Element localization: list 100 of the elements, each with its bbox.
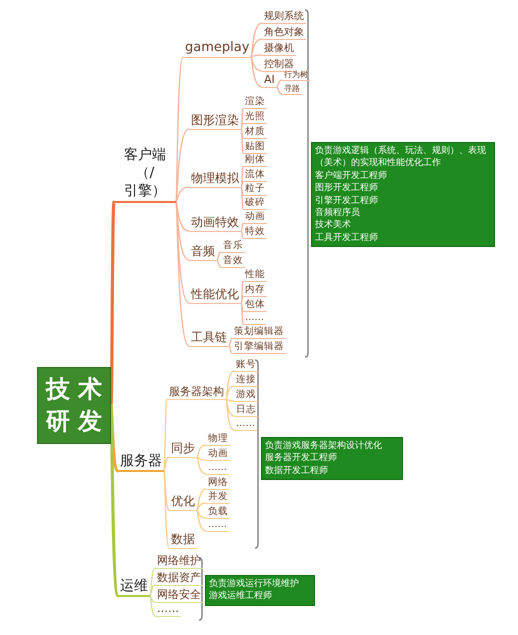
topic-text: 客户端（/引擎） (114, 146, 176, 203)
note-text: 数据开发工程师 (265, 464, 329, 478)
branch-line (175, 128, 190, 202)
note-text: 负责游戏逻辑（系统、玩法、规则）、表现（美术）的实现和性能优化工作 (315, 145, 487, 170)
branch-line (250, 56, 262, 88)
branch-line (228, 338, 232, 346)
branch-line (196, 488, 206, 510)
branch-line (196, 444, 206, 458)
branch-line (196, 502, 206, 510)
topic-text: 流体 (243, 169, 267, 182)
topic-text: 物理 (206, 433, 230, 446)
branch-line (225, 385, 234, 400)
branch-line (240, 296, 244, 304)
topic-text: 行为树 (282, 70, 310, 82)
topic-text: 网络 (206, 477, 230, 490)
topic-text: 策划编辑器 (232, 326, 286, 340)
branch-line (240, 128, 244, 154)
note-text: 音频程序员 (315, 207, 361, 220)
topic-text: 特效 (243, 226, 267, 240)
root-topic: 技术研发 (37, 367, 111, 444)
branch-line (149, 584, 156, 596)
note-text: 引擎开发工程师 (315, 194, 379, 208)
branch-line (163, 470, 170, 548)
branch-line (240, 222, 244, 232)
topic-text: 网络安全 (155, 588, 203, 604)
branch-line (226, 398, 234, 402)
topic-text: …… (206, 462, 229, 476)
topic-text: 图形渲染 (189, 113, 241, 130)
topic-text: 光照 (243, 111, 267, 124)
branch-line (240, 108, 244, 130)
topic-text: 引擎编辑器 (232, 341, 286, 354)
topic-text: 工具链 (189, 330, 229, 347)
topic-text: 数据资产 (155, 571, 203, 586)
branch-line (240, 186, 244, 196)
topic-text: 刚体 (243, 154, 267, 168)
note-text: 技术美术 (315, 219, 352, 232)
topic-text: 物理模拟 (189, 171, 241, 188)
topic-text: 摄像机 (262, 42, 296, 56)
topic-text: 日志 (234, 404, 258, 418)
branch-line (240, 186, 244, 210)
branch-line (225, 398, 234, 431)
branch-line (149, 596, 156, 617)
note-text: 图形开发工程师 (315, 182, 379, 195)
branch-line (163, 456, 170, 472)
topic-text: 连接 (234, 374, 258, 388)
topic-text: 服务器 (118, 452, 164, 472)
branch-line (175, 202, 190, 346)
branch-line (175, 202, 190, 232)
topic-text: 游戏 (234, 389, 258, 402)
topic-text: 包体 (243, 299, 267, 312)
topic-text: AI (262, 73, 277, 88)
note-box (205, 575, 315, 606)
topic-text: 贴图 (243, 141, 267, 154)
branch-line (175, 56, 184, 202)
topic-text: 性能优化 (189, 287, 241, 304)
topic-text: 数据 (169, 532, 197, 549)
branch-line (240, 128, 244, 138)
branch-line (175, 202, 190, 304)
branch-line (196, 510, 206, 532)
branch-line (250, 38, 262, 58)
topic-text: 音效 (221, 255, 245, 268)
note-box (261, 437, 403, 480)
topic-text: 角色对象 (262, 26, 306, 40)
branch-line (196, 510, 206, 519)
topic-text: 运维 (118, 577, 150, 598)
branch-line (240, 302, 244, 312)
note-text: 游戏运维工程师 (209, 590, 273, 603)
branch-line (109, 202, 116, 406)
topic-text: 渲染 (243, 96, 267, 110)
topic-text: 服务器架构 (167, 385, 226, 400)
topic-text: 性能 (243, 269, 267, 282)
branch-line (163, 398, 168, 472)
topic-text: 优化 (169, 494, 197, 511)
note-box (311, 142, 495, 248)
topic-text: …… (234, 418, 257, 432)
branch-line (250, 22, 262, 58)
branch-line (225, 370, 234, 400)
topic-text: 规则系统 (262, 10, 306, 24)
branch-line (250, 54, 262, 58)
topic-text: 动画特效 (189, 215, 241, 232)
topic-text: 网络维护 (155, 554, 203, 570)
branch-line (175, 186, 190, 202)
note-text: 负责游戏服务器架构设计优化 (265, 440, 383, 452)
topic-text: 材质 (243, 126, 267, 140)
branch-line (240, 122, 244, 130)
topic-text: 音乐 (221, 240, 245, 254)
branch-line (196, 456, 206, 461)
branch-line (216, 260, 222, 268)
branch-line (163, 470, 170, 510)
branch-line (240, 302, 244, 324)
branch-line (149, 568, 156, 596)
branch-line (240, 166, 244, 188)
branch-line (109, 405, 120, 597)
branch-line (196, 456, 206, 475)
note-text: 负责游戏运行环境维护 (209, 578, 300, 590)
topic-text: 内存 (243, 284, 267, 298)
topic-text: 音频 (189, 244, 217, 261)
branch-line (149, 596, 156, 603)
branch-line (240, 180, 244, 188)
branch-line (276, 79, 282, 88)
